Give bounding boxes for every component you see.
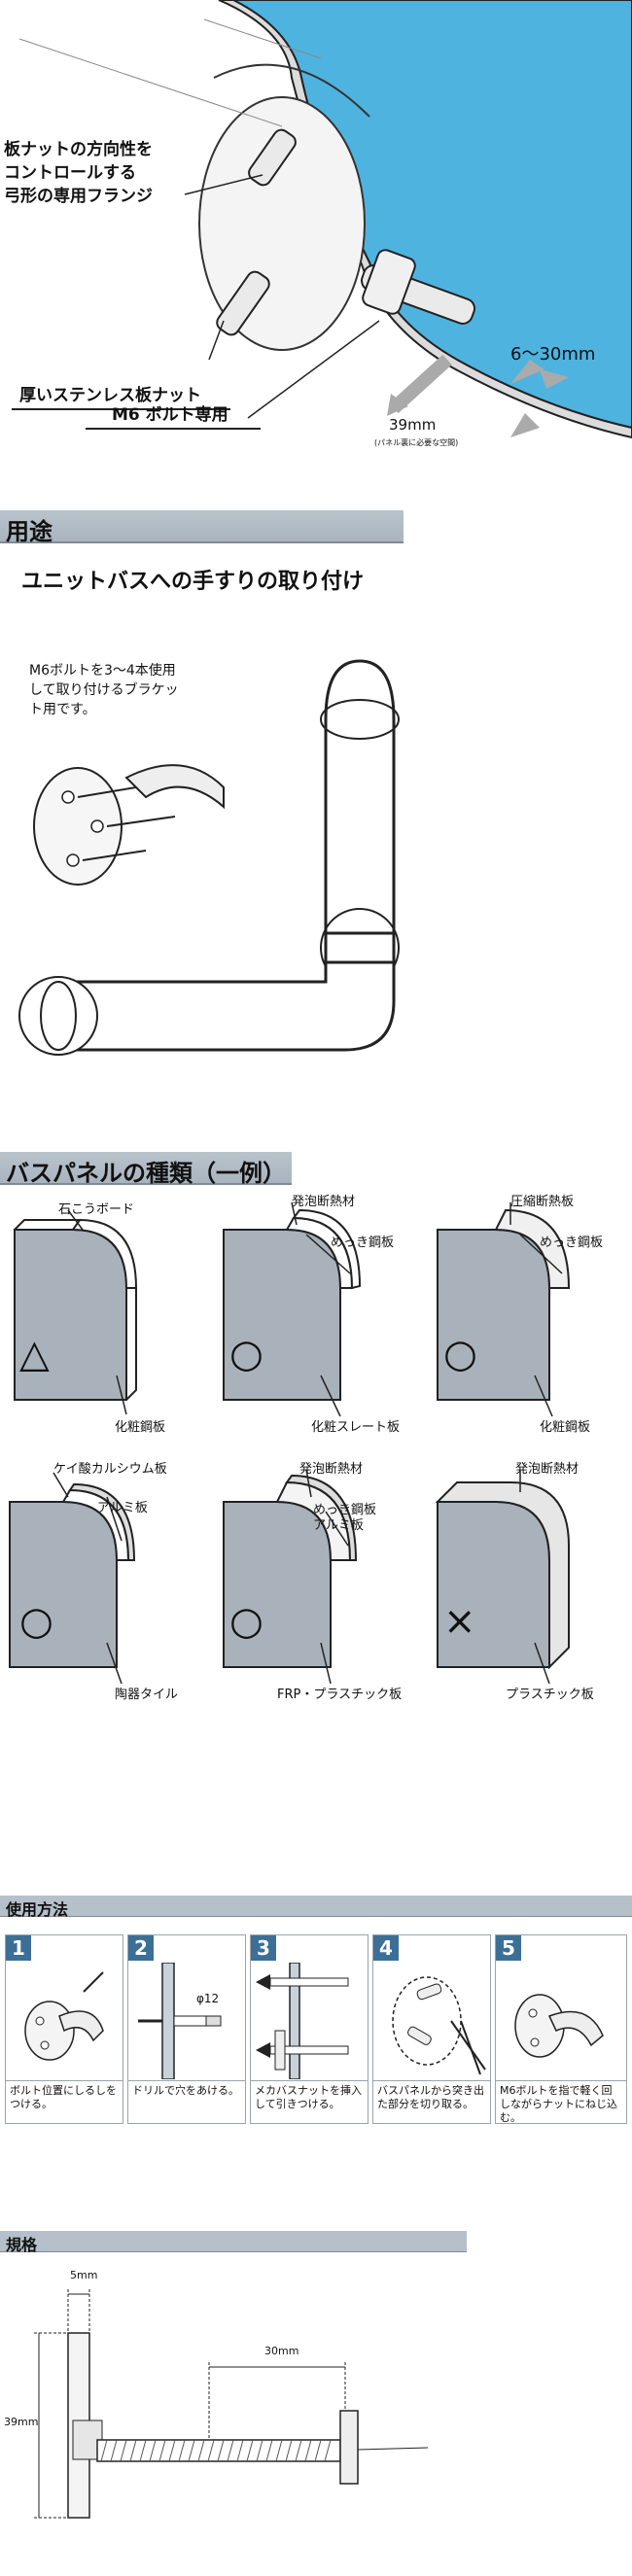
howto-heading-bar: 使用方法 (0, 1896, 632, 1919)
step-1-caption: ボルト位置にしるしをつける。 (6, 2080, 123, 2123)
thickness-label: 6～30mm (510, 344, 596, 365)
nut-label-underline (12, 408, 230, 410)
specs-heading: 規格 (6, 2236, 38, 2254)
panel-shape-6 (435, 1470, 570, 1685)
panel-5-top-label-3: アルミ板 (313, 1518, 364, 1533)
step-5-number: 5 (496, 1935, 521, 1961)
panels-heading-bar: バスパネルの種類（一例） (0, 1152, 292, 1187)
panel-3-rating: ○ (443, 1332, 477, 1376)
step-2-illustration (138, 1963, 222, 2079)
step-1-number: 1 (6, 1935, 31, 1961)
panel-6-top-label: 発泡断熱材 (515, 1462, 579, 1477)
panel-3-top-label-1: 圧縮断熱板 (510, 1195, 575, 1209)
panel-type-2: 発泡断熱材 めっき鋼板 化粧スレート板 ○ (214, 1191, 423, 1444)
bolt-label-underline (86, 428, 261, 430)
flange-label: 板ナットの方向性を コントロールする 弓形の専用フランジ (4, 140, 153, 206)
step-1-illustration (24, 1971, 104, 2061)
hero-diagram (18, 0, 632, 439)
howto-step-3: 3 メカバスナットを挿入して引きつける。 (250, 1934, 369, 2124)
panel-2-rating: ○ (229, 1332, 263, 1376)
howto-step-2: 2 φ12 ドリルで穴をあける。 (127, 1934, 246, 2124)
specs-drawing: 5mm 39mm 30mm (0, 2255, 632, 2576)
howto-step-4: 4 バスパネルから突き出た部分を切り取る。 (372, 1934, 491, 2124)
step-2-caption: ドリルで穴をあける。 (128, 2080, 245, 2123)
dim-width: 5mm (70, 2269, 98, 2281)
panel-5-bottom-label: FRP・プラスチック板 (277, 1688, 403, 1702)
step-4-caption: バスパネルから突き出た部分を切り取る。 (373, 2080, 490, 2123)
handrail-illustration (0, 642, 408, 1089)
specs-heading-bar: 規格 (0, 2231, 467, 2254)
howto-step-5: 5 M6ボルトを指で軽く回しながらナットにねじ込む。 (495, 1934, 627, 2124)
step-5-caption: M6ボルトを指で軽く回しながらナットにねじ込む。 (496, 2080, 626, 2124)
panel-3-bottom-label: 化粧鋼板 (540, 1420, 591, 1435)
usage-heading-bar: 用途 (0, 510, 404, 545)
panel-1-bottom-label: 化粧鋼板 (115, 1420, 166, 1435)
dim-height: 39mm (4, 2416, 39, 2428)
panel-5-rating: ○ (229, 1599, 263, 1644)
panel-type-3: 圧縮断熱板 めっき鋼板 化粧鋼板 ○ (428, 1191, 632, 1444)
panel-4-top-label-2: アルミ板 (97, 1501, 148, 1515)
panel-6-bottom-label: プラスチック板 (506, 1688, 594, 1702)
handrail-diagram (18, 659, 400, 1056)
step-3-number: 3 (251, 1935, 276, 1961)
panels-heading: バスパネルの種類（一例） (6, 1160, 286, 1187)
panel-shape-4 (9, 1472, 136, 1685)
panel-type-4: ケイ酸カルシウム板 アルミ板 陶器タイル ○ (0, 1458, 209, 1711)
hero-illustration: 板ナットの方向性を コントロールする 弓形の専用フランジ 厚いステンレス板ナット… (0, 0, 632, 476)
panel-type-6: 発泡断熱材 プラスチック板 × (428, 1458, 632, 1711)
panel-5-top-label-1: 発泡断熱材 (299, 1462, 364, 1477)
step-4-number: 4 (373, 1935, 399, 1961)
dim-length: 30mm (264, 2345, 299, 2357)
gap-label: 39mm (389, 416, 437, 434)
gap-note: (パネル裏に必要な空間) (374, 438, 459, 447)
panel-1-rating: △ (19, 1332, 50, 1376)
step-3-illustration (256, 1963, 349, 2079)
panel-type-1: 石こうボード 化粧鋼板 △ (0, 1191, 209, 1444)
panel-2-top-label-1: 発泡断熱材 (292, 1195, 356, 1209)
usage-subtitle: ユニットバスへの手すりの取り付け (21, 570, 365, 594)
panel-4-bottom-label: 陶器タイル (115, 1688, 179, 1702)
step-4-illustration (392, 1976, 486, 2075)
howto-heading: 使用方法 (6, 1900, 69, 1919)
bolt-label: M6 ボルト専用 (112, 405, 228, 425)
panel-4-rating: ○ (19, 1599, 53, 1644)
panel-6-rating: × (443, 1599, 476, 1644)
panel-shape-2 (223, 1201, 362, 1417)
usage-heading: 用途 (6, 518, 53, 545)
step-3-caption: メカバスナットを挿入して引きつける。 (251, 2080, 368, 2123)
panel-2-bottom-label: 化粧スレート板 (311, 1420, 401, 1435)
howto-step-1: 1 ボルト位置にしるしをつける。 (5, 1934, 123, 2124)
nut-label: 厚いステンレス板ナット (19, 386, 201, 405)
panel-shape-1 (14, 1209, 138, 1415)
panel-shape-5 (223, 1469, 358, 1685)
panel-3-top-label-2: めっき鋼板 (540, 1236, 604, 1250)
specs-diagram (34, 2289, 429, 2519)
panel-2-top-label-2: めっき鋼板 (331, 1236, 395, 1250)
step-5-illustration (514, 1994, 604, 2058)
panel-type-5: 発泡断熱材 めっき鋼板 アルミ板 FRP・プラスチック板 ○ (214, 1458, 423, 1711)
panel-1-top-label: 石こうボード (58, 1202, 135, 1217)
bracket-note: M6ボルトを3～4本使用 して取り付けるブラケッ ト用です。 (29, 663, 179, 717)
step-2-number: 2 (128, 1935, 154, 1961)
panel-shape-3 (437, 1202, 571, 1417)
panel-4-top-label-1: ケイ酸カルシウム板 (53, 1462, 167, 1477)
panel-5-top-label-2: めっき鋼板 (313, 1503, 377, 1517)
drill-size: φ12 (196, 1992, 220, 2005)
